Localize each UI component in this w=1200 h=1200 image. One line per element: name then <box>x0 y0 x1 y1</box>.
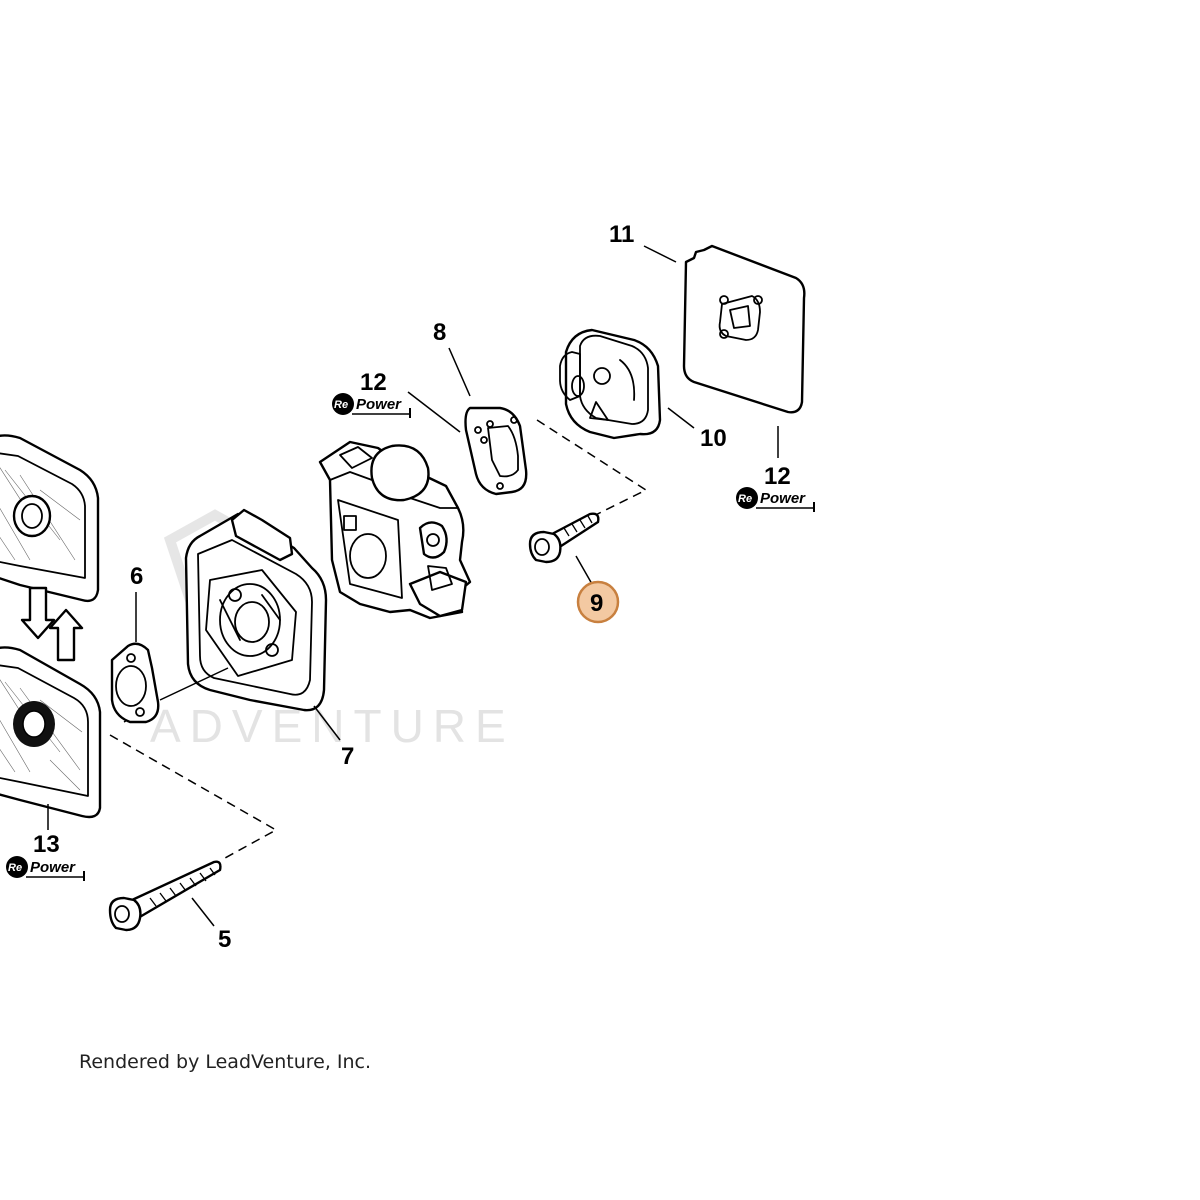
repower-badge-prefix: Re <box>334 399 348 411</box>
repower-badge-prefix: Re <box>8 862 22 874</box>
callout-5[interactable]: 5 <box>218 926 231 953</box>
repower-badge-word: Power <box>30 859 76 876</box>
callout-11[interactable]: 11 <box>609 221 634 248</box>
callout-6[interactable]: 6 <box>130 563 143 590</box>
render-credit: Rendered by LeadVenture, Inc. <box>79 1051 371 1073</box>
callout-13[interactable]: 13 <box>33 831 60 858</box>
part-5-bolt <box>108 860 222 932</box>
part-6-spacer <box>110 642 160 724</box>
part-9-bolt <box>528 512 600 564</box>
part-10-insulator <box>559 328 662 440</box>
repower-badge-word: Power <box>760 490 806 507</box>
callout-12-left[interactable]: 12 <box>360 369 387 396</box>
part-11-gasket <box>682 244 806 414</box>
callout-8[interactable]: 8 <box>433 319 446 346</box>
callout-9[interactable]: 9 <box>590 590 603 617</box>
part-8-gasket <box>464 406 528 496</box>
repower-badge-left: Re Power <box>6 856 85 881</box>
callout-7[interactable]: 7 <box>341 743 354 770</box>
repower-badge-upper: Re Power <box>332 393 411 418</box>
callout-9-highlight[interactable] <box>576 580 620 624</box>
part-13-air-filter <box>0 434 102 819</box>
callout-10[interactable]: 10 <box>700 425 727 452</box>
repower-badge-right: Re Power <box>736 487 815 512</box>
leader-lines <box>47 245 779 927</box>
watermark-text: ADVENTURE <box>150 700 515 752</box>
callout-12-right[interactable]: 12 <box>764 463 791 490</box>
part-7-air-cleaner-case <box>184 508 328 712</box>
repower-badge-word: Power <box>356 396 402 413</box>
repower-badge-prefix: Re <box>738 493 752 505</box>
callouts: 11 8 12 10 12 6 7 13 5 9 <box>33 221 791 953</box>
carburetor <box>318 440 472 620</box>
